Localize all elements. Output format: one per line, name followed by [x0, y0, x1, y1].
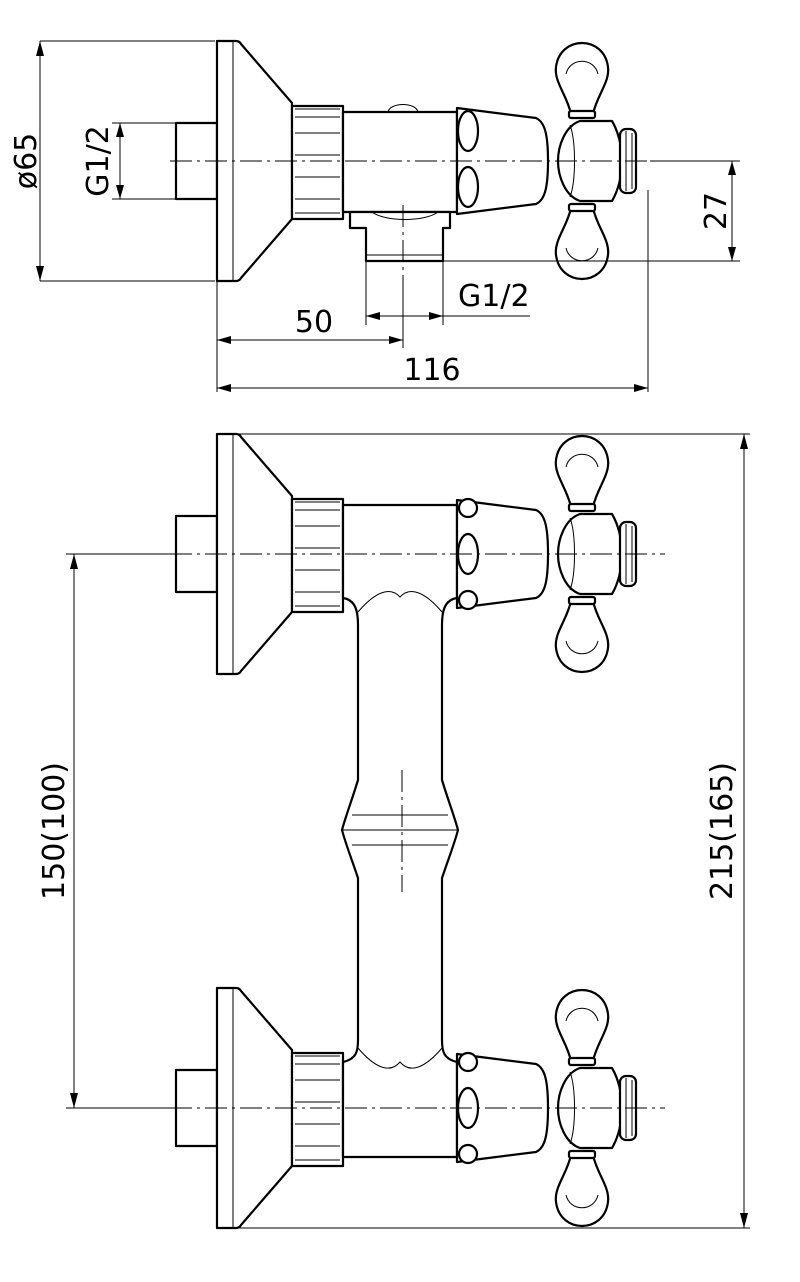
outlet-distance-label: 50 — [295, 305, 333, 340]
front-view — [170, 432, 665, 1230]
dimension-outlet-offset: 27 — [443, 160, 740, 262]
inlet-spacing-label: 150(100) — [37, 762, 72, 900]
front-bonnet-top — [455, 497, 550, 611]
dimension-flange-diameter: ø65 — [9, 40, 215, 282]
dimension-total-depth: 116 — [217, 190, 649, 392]
total-depth-label: 116 — [403, 353, 460, 388]
side-view — [170, 39, 665, 285]
total-height-label: 215(165) — [705, 762, 740, 900]
dimension-inlet-spacing: 150(100) — [37, 553, 175, 1109]
front-mixer-body — [340, 503, 460, 1159]
front-bonnet-bottom — [455, 1051, 550, 1165]
dimension-inlet-thread: G1/2 — [81, 122, 176, 200]
side-valve-body — [341, 110, 459, 214]
outlet-thread-label: G1/2 — [458, 279, 530, 314]
outlet-offset-label: 27 — [699, 192, 734, 230]
dimension-outlet-thread: G1/2 — [365, 261, 530, 325]
dimension-outlet-distance: 50 — [216, 281, 404, 392]
dimension-total-height: 215(165) — [217, 433, 750, 1229]
inlet-thread-label: G1/2 — [81, 125, 116, 197]
flange-diameter-label: ø65 — [9, 133, 44, 190]
